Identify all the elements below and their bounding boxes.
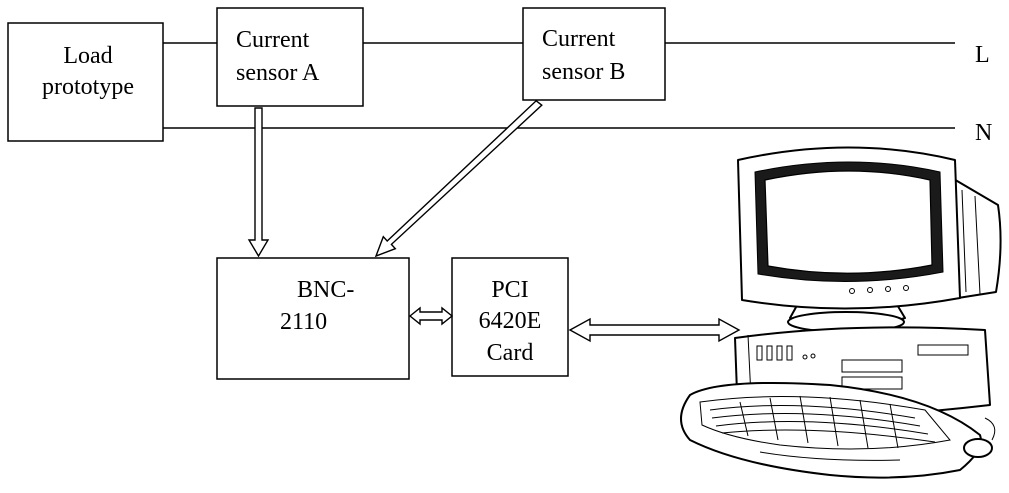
pci-card-block: PCI 6420E Card (451, 257, 569, 377)
current-sensor-a-block: Current sensor A (216, 7, 364, 107)
pci-label-line1: PCI (491, 277, 528, 303)
neutral-label: N (975, 120, 992, 146)
load-label-line2: prototype (42, 74, 134, 100)
arrow-pci-computer (568, 317, 741, 343)
pci-label-line2: 6420E (479, 308, 542, 334)
current-sensor-b-block: Current sensor B (522, 7, 666, 101)
sensor-a-label-line2: sensor A (236, 60, 320, 86)
live-label: L (975, 42, 990, 68)
bnc-2110-block: BNC- 2110 (216, 257, 410, 380)
arrow-sensor-b-to-bnc (374, 99, 543, 258)
load-label-line1: Load (63, 43, 112, 69)
arrow-sensor-a-to-bnc (247, 107, 270, 258)
sensor-a-label-line1: Current (236, 27, 310, 53)
arrow-bnc-pci (408, 306, 454, 326)
load-prototype-block: Load prototype (7, 22, 164, 142)
desktop-computer-icon (680, 146, 1002, 479)
pci-label-line3: Card (487, 340, 534, 366)
sensor-b-label-line2: sensor B (542, 59, 625, 85)
bnc-label-line1: BNC- (297, 277, 354, 303)
bnc-label-line2: 2110 (280, 309, 327, 335)
sensor-b-label-line1: Current (542, 26, 616, 52)
